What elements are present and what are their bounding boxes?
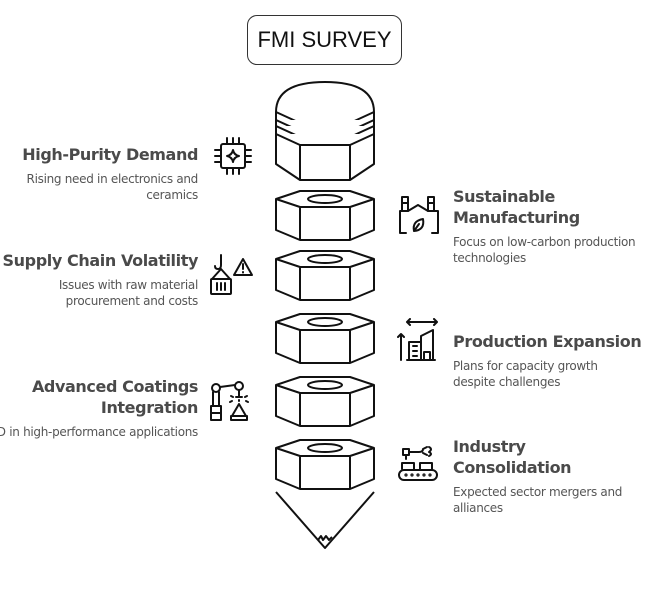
- item-description: Plans for capacity growth despite challe…: [453, 359, 598, 389]
- item-title: Advanced Coatings Integration: [31, 377, 198, 417]
- nut-hole: [307, 254, 343, 264]
- microchip-icon: [212, 137, 254, 175]
- hex-nut: [275, 250, 375, 301]
- item-title: Industry Consolidation: [453, 437, 572, 477]
- diagram-title: FMI SURVEY: [247, 15, 402, 65]
- conveyor-icon: [397, 443, 441, 487]
- item-sustainable-manufacturing: Sustainable Manufacturing Focus on low-c…: [453, 186, 643, 266]
- nut-hole: [307, 443, 343, 453]
- item-description: Expected sector mergers and alliances: [453, 485, 623, 515]
- stack-cone: [275, 491, 375, 549]
- item-title: Supply Chain Volatility: [2, 251, 199, 270]
- hex-nut: [275, 313, 375, 364]
- item-title: Production Expansion: [453, 332, 642, 351]
- hex-nut: [275, 376, 375, 427]
- eco-factory-icon: [397, 193, 441, 237]
- item-title: High-Purity Demand: [22, 145, 198, 164]
- hex-nut: [275, 190, 375, 241]
- item-description: R&D in high-performance applications: [0, 425, 198, 439]
- item-description: Focus on low-carbon production technolog…: [453, 235, 636, 265]
- item-description: Issues with raw material procurement and…: [58, 278, 198, 308]
- nut-hole: [307, 194, 343, 204]
- item-advanced-coatings-integration: Advanced Coatings Integration R&D in hig…: [0, 376, 198, 440]
- item-title: Sustainable Manufacturing: [453, 187, 580, 227]
- item-supply-chain-volatility: Supply Chain Volatility Issues with raw …: [0, 250, 199, 309]
- nut-hole: [307, 380, 343, 390]
- item-production-expansion: Production Expansion Plans for capacity …: [453, 331, 643, 390]
- hex-nut: [275, 439, 375, 490]
- item-high-purity-demand: High-Purity Demand Rising need in electr…: [0, 144, 198, 203]
- nut-hole: [307, 317, 343, 327]
- item-description: Rising need in electronics and ceramics: [26, 172, 199, 202]
- stack-cap: [275, 81, 375, 181]
- item-industry-consolidation: Industry Consolidation Expected sector m…: [453, 436, 643, 516]
- robotic-arm-icon: [209, 380, 253, 424]
- building-expansion-icon: [397, 318, 441, 362]
- cargo-warning-icon: [208, 253, 254, 297]
